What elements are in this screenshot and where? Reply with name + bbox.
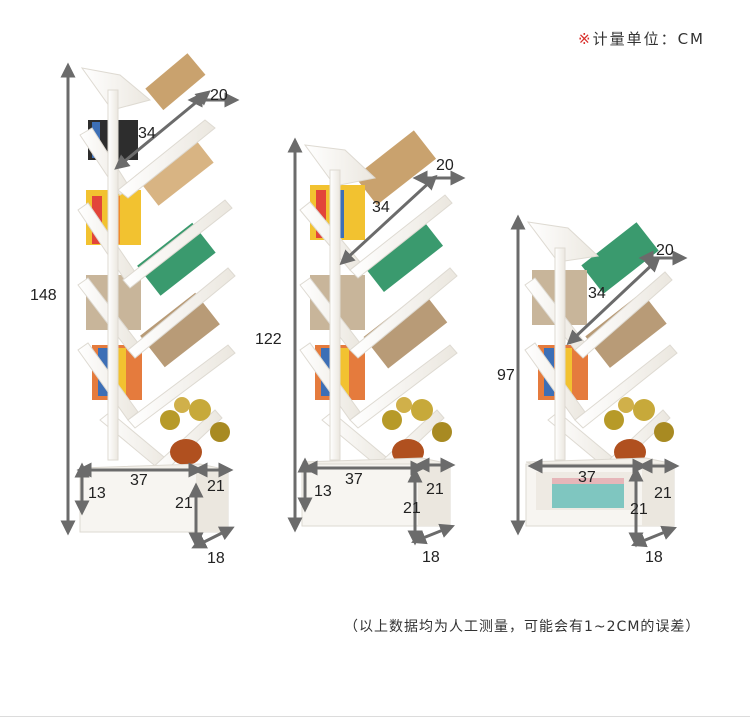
base-side-height-label: 21	[654, 485, 672, 502]
base-depth-label: 18	[645, 549, 663, 566]
diagonal-shelf-label: 34	[588, 285, 606, 302]
dimension-lines	[60, 62, 240, 549]
unit-label: 计量单位：CM	[592, 30, 705, 48]
diagonal-shelf-label: 34	[138, 125, 156, 142]
bookshelf-97: 97 34 20 37 21 21 18	[497, 214, 688, 566]
base-depth-label: 18	[422, 549, 440, 566]
unit-note: ※计量单位：CM	[578, 28, 705, 49]
base-side-height-label: 21	[207, 478, 225, 495]
reference-mark-icon: ※	[578, 30, 593, 48]
potted-plant	[160, 397, 230, 465]
base-width-label: 37	[578, 469, 596, 486]
dimension-lines	[510, 214, 688, 548]
bottom-divider	[0, 716, 750, 717]
bookshelf-148: 148 34 20 37 13 21 21 18	[30, 53, 240, 567]
diagonal-shelf-label: 34	[372, 199, 390, 216]
shelf-depth-label: 20	[436, 157, 454, 174]
base-depth-label: 18	[207, 550, 225, 567]
base-width-label: 37	[345, 471, 363, 488]
base-cabinet	[525, 457, 675, 527]
dimension-lines	[287, 137, 466, 546]
potted-plant	[604, 397, 674, 465]
height-label: 97	[497, 367, 515, 384]
height-label: 122	[255, 331, 282, 348]
shelf-depth-label: 20	[656, 242, 674, 259]
base-front-height-label: 21	[403, 500, 421, 517]
height-label: 148	[30, 287, 57, 304]
shelf-depth-label: 20	[210, 87, 228, 104]
bookshelf-122: 122 34 20 37 13 21 21 18	[255, 130, 466, 566]
base-left-height-label: 13	[88, 485, 106, 502]
base-front-height-label: 21	[175, 495, 193, 512]
potted-plant	[382, 397, 452, 465]
base-left-height-label: 13	[314, 483, 332, 500]
base-front-height-label: 21	[630, 501, 648, 518]
base-width-label: 37	[130, 472, 148, 489]
base-side-height-label: 21	[426, 481, 444, 498]
measurement-disclaimer: （以上数据均为人工测量，可能会有1~2CM的误差）	[344, 619, 701, 635]
